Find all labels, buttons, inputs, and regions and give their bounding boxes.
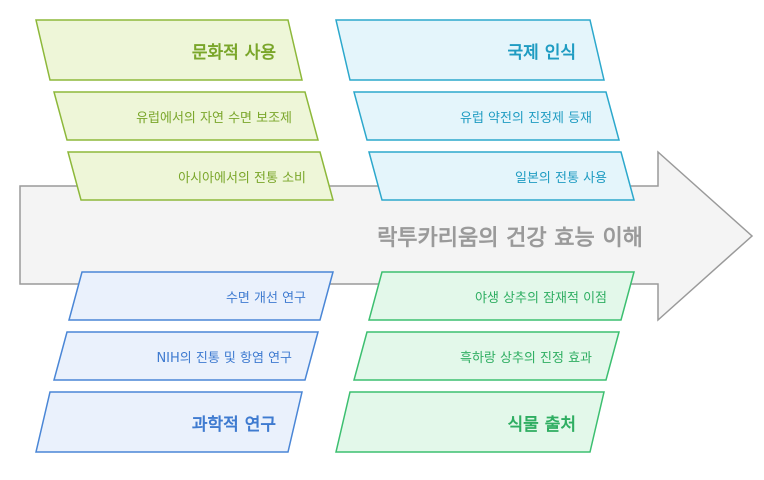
international-title: 국제 인식 bbox=[507, 42, 576, 63]
international-item-1-box bbox=[353, 91, 620, 141]
spine-label: 락투카리움의 건강 효능 이해 bbox=[377, 226, 643, 251]
science-item-2: NIH의 진통 및 항염 연구 bbox=[156, 350, 292, 366]
science-item-1-box bbox=[68, 271, 334, 321]
science-item-1: 수면 개선 연구 bbox=[225, 290, 306, 306]
international-header-box bbox=[335, 19, 605, 81]
plant-item-1-box bbox=[368, 271, 635, 321]
cultural-item-2: 아시아에서의 전통 소비 bbox=[178, 170, 306, 186]
plant-title: 식물 출처 bbox=[507, 414, 576, 435]
plant-item-1: 야생 상추의 잠재적 이점 bbox=[475, 290, 607, 306]
cultural-item-1: 유럽에서의 자연 수면 보조제 bbox=[136, 110, 292, 126]
international-item-2: 일본의 전통 사용 bbox=[515, 170, 607, 186]
international-item-1: 유럽 약전의 진정제 등재 bbox=[460, 110, 592, 126]
science-title: 과학적 연구 bbox=[191, 414, 276, 435]
science-item-2-box bbox=[53, 331, 319, 381]
plant-header-box bbox=[335, 391, 605, 453]
international-item-2-box bbox=[368, 151, 635, 201]
cultural-title: 문화적 사용 bbox=[191, 42, 276, 63]
cultural-item-2-box bbox=[67, 151, 334, 201]
plant-item-2: 흑하랑 상추의 진정 효과 bbox=[460, 350, 592, 366]
cultural-item-1-box bbox=[53, 91, 319, 141]
science-header-box bbox=[35, 391, 303, 453]
cultural-header-box bbox=[35, 19, 303, 81]
plant-item-2-box bbox=[353, 331, 620, 381]
